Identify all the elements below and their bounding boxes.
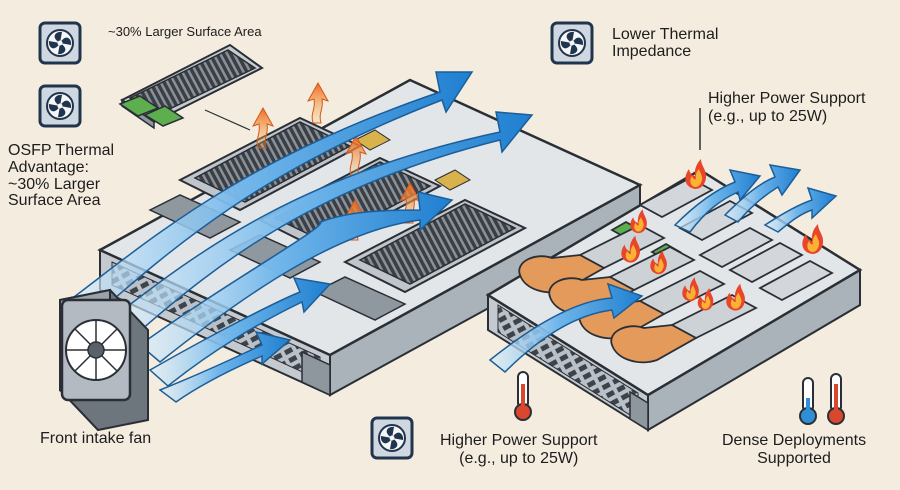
qsfp-modules <box>518 223 758 364</box>
thermometer-hot-icon <box>827 373 845 425</box>
fan-icon <box>38 84 82 128</box>
thermometer-cold-icon <box>799 377 817 425</box>
lower-thermal-impedance-label: Lower Thermal Impedance <box>612 26 719 61</box>
osfp-thermal-advantage-label: OSFP Thermal Advantage: ~30% Larger Surf… <box>8 142 115 210</box>
thermometer-hot-icon <box>514 371 532 421</box>
fan-icon <box>550 21 594 65</box>
higher-power-support-bottom-label: Higher Power Support (e.g., up to 25W) <box>440 432 598 467</box>
higher-power-support-top-label: Higher Power Support (e.g., up to 25W) <box>708 90 866 125</box>
airflow-arrow-icon <box>488 164 838 374</box>
fan-icon <box>370 416 414 460</box>
dense-deployments-label: Dense Deployments Supported <box>722 432 867 467</box>
front-intake-fan-label: Front intake fan <box>40 430 152 447</box>
front-intake-fan <box>59 288 149 432</box>
fan-icon <box>38 21 82 65</box>
osfp-module-callout <box>118 43 264 131</box>
surface-area-label: ~30% Larger Surface Area <box>108 24 262 39</box>
